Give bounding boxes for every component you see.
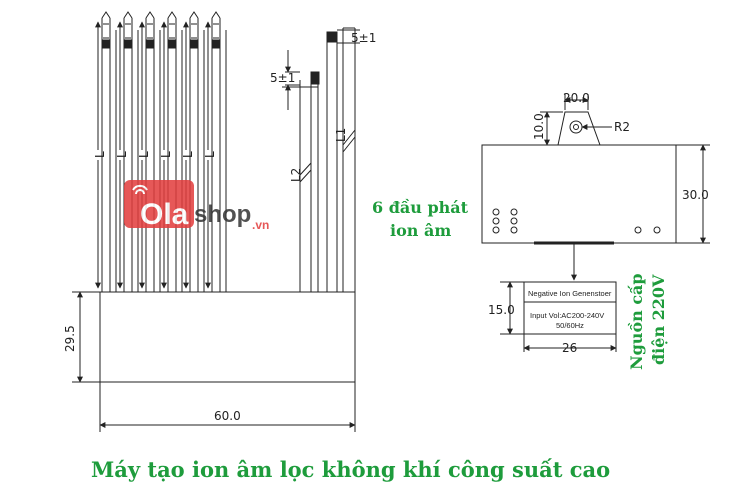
power-note-1: Nguồn cấp (627, 273, 646, 370)
dim-tab-height: 10.0 (532, 113, 546, 140)
rating-label (523, 281, 617, 335)
brand-tld: .vn (252, 218, 269, 232)
brand-shop: shop (194, 201, 251, 228)
dim-radius: R2 (614, 120, 630, 134)
dim-label-width: 26 (562, 341, 577, 355)
emitters-note-2: ion âm (390, 221, 451, 240)
dim-tab-width: 20.0 (563, 91, 590, 105)
label-l2: L2 (289, 168, 303, 182)
caption: Máy tạo ion âm lọc không khí công suất c… (91, 457, 610, 482)
lead-length-label: L (137, 151, 151, 158)
label-freq: 50/60Hz (556, 321, 584, 330)
dim-side-30: 30.0 (682, 188, 709, 202)
olashop-watermark: Ola shop .vn (124, 180, 269, 232)
lead-length-label: L (115, 151, 129, 158)
emitter-lead: L (181, 11, 205, 292)
brand-main: Ola (140, 198, 189, 231)
lead-l2 (282, 71, 320, 292)
module-body (99, 291, 356, 383)
power-note-2: điện 220V (649, 274, 668, 365)
right-view (481, 94, 710, 352)
emitter-lead: L (159, 11, 183, 292)
dim-tol-top: 5±1 (351, 31, 376, 45)
mount-tab (557, 111, 601, 146)
emitter-lead: L (115, 11, 139, 292)
dim-height-29-5: 29.5 (63, 325, 77, 352)
emitter-lead: L (203, 11, 227, 292)
dim-width-60: 60.0 (214, 409, 241, 423)
lead-length-label: L (203, 151, 217, 158)
lead-length-label: L (181, 151, 195, 158)
label-title: Negative Ion Genenstoer (528, 289, 612, 298)
dim-label-height: 15.0 (488, 303, 515, 317)
lead-l1 (326, 27, 356, 292)
lead-length-label: L (93, 151, 107, 158)
emitters-note-1: 6 đầu phát (372, 198, 469, 217)
label-l1: L1 (334, 128, 348, 142)
emitter-lead: L (137, 11, 161, 292)
dim-tol-mid: 5±1 (270, 71, 295, 85)
emitter-lead: L (93, 11, 117, 292)
label-input: Input Vol:AC200-240V (530, 311, 604, 320)
lead-length-label: L (159, 151, 173, 158)
